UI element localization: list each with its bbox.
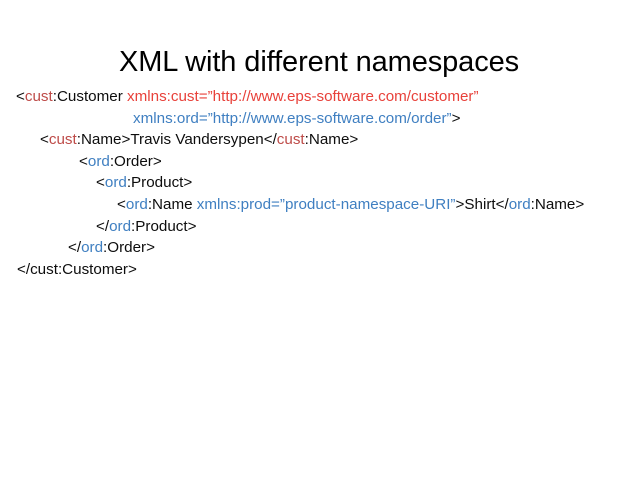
code-line: <ord:Order>: [0, 151, 638, 173]
code-token: >Shirt</: [455, 195, 509, 213]
code-line: </ord:Product>: [0, 216, 638, 238]
xml-code-block: <cust:Customer xmlns:cust=”http://www.ep…: [0, 86, 638, 280]
code-token: :Customer: [52, 88, 128, 105]
code-token: :Name: [147, 195, 197, 213]
code-line: xmlns:ord=”http://www.eps-software.com/o…: [0, 108, 638, 130]
code-token: ord: [125, 195, 148, 213]
code-token: ord: [81, 239, 104, 257]
code-token: </: [96, 217, 110, 235]
code-token: :Name>Travis Vandersypen</: [76, 131, 277, 149]
code-line: <cust:Name>Travis Vandersypen</cust:Name…: [0, 129, 638, 151]
code-token: </cust:Customer>: [17, 260, 137, 278]
code-token: xmlns:cust=”http://www.eps-software.com/…: [127, 88, 479, 105]
code-token: cust: [48, 131, 77, 149]
page-title: XML with different namespaces: [118, 46, 520, 79]
code-token: <: [16, 88, 25, 105]
code-line: </ord:Order>: [0, 237, 638, 259]
code-line: </cust:Customer>: [0, 259, 638, 281]
code-token: ord: [109, 217, 132, 235]
code-token: <: [79, 152, 88, 170]
code-token: >: [451, 109, 461, 127]
code-token: :Order>: [103, 239, 155, 257]
code-token: ord: [104, 174, 127, 192]
code-token: cust: [276, 131, 305, 149]
code-line: <ord:Product>: [0, 172, 638, 194]
code-token: <: [40, 131, 49, 149]
code-token: xmlns:ord=”http://www.eps-software.com/o…: [133, 109, 452, 127]
code-token: ord: [87, 152, 110, 170]
code-token: ord: [508, 195, 531, 213]
code-token: </: [68, 239, 82, 257]
code-line: <ord:Name xmlns:prod=”product-namespace-…: [0, 194, 638, 216]
code-line: <cust:Customer xmlns:cust=”http://www.ep…: [0, 86, 638, 108]
code-token: :Product>: [126, 174, 193, 192]
code-token: xmlns:prod=”product-namespace-URI”: [196, 195, 456, 213]
code-token: cust: [24, 88, 53, 105]
code-token: <: [96, 174, 105, 192]
code-token: :Order>: [109, 152, 162, 170]
code-token: :Product>: [131, 217, 197, 235]
code-token: :Name>: [530, 195, 585, 213]
code-token: <: [117, 195, 126, 213]
code-token: :Name>: [304, 131, 359, 149]
